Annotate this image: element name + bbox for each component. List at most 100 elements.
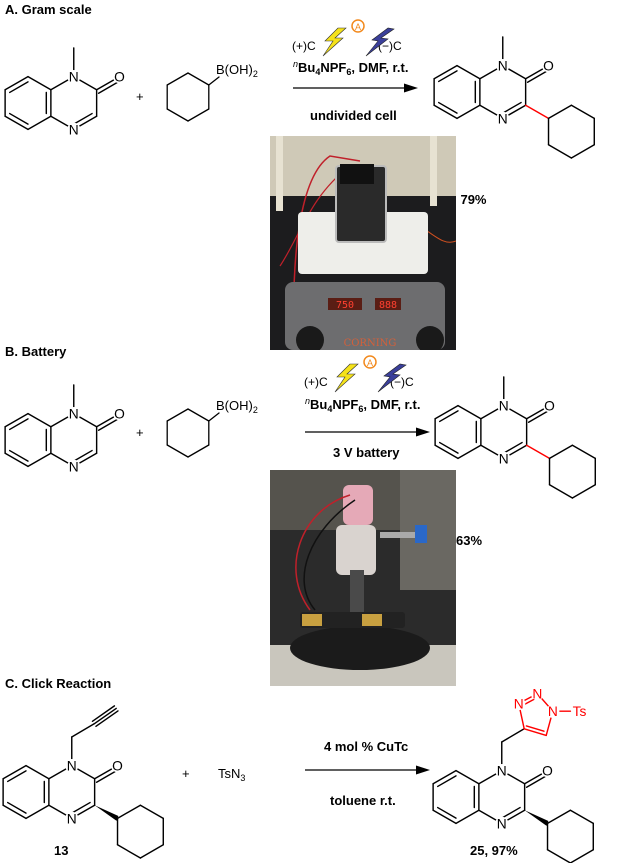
label-mask bbox=[496, 59, 510, 73]
svg-text:A: A bbox=[355, 22, 361, 32]
yield-label: 63% bbox=[456, 533, 483, 548]
atom-label: O bbox=[114, 407, 125, 422]
product-b: NNO bbox=[434, 376, 596, 499]
bond bbox=[456, 104, 481, 120]
condition-below-arrow: undivided cell bbox=[310, 108, 397, 123]
bond bbox=[93, 707, 117, 725]
electrode-icons: A bbox=[334, 355, 407, 393]
label-mask bbox=[541, 59, 556, 73]
yield-label: 25, 97% bbox=[470, 843, 518, 858]
tosyl-azide-label: TsN3 bbox=[218, 766, 246, 783]
atom-label: N bbox=[67, 759, 77, 774]
label-mask bbox=[496, 111, 510, 125]
bond bbox=[8, 449, 29, 462]
boronic-acid-label: B(OH)2 bbox=[216, 62, 258, 79]
bond bbox=[547, 144, 573, 159]
heat-knob bbox=[416, 326, 444, 350]
bond bbox=[438, 410, 459, 423]
stir-knob bbox=[296, 326, 324, 350]
bond bbox=[2, 764, 27, 780]
bond bbox=[4, 115, 29, 131]
plus-sign: + bbox=[136, 89, 144, 104]
atom-label: N bbox=[67, 811, 77, 826]
atom-label: N bbox=[514, 696, 524, 711]
atom-label: O bbox=[542, 764, 553, 779]
stir-plate bbox=[290, 626, 430, 670]
bond bbox=[166, 72, 189, 86]
atom-label: N bbox=[69, 459, 79, 474]
label-mask bbox=[540, 764, 555, 778]
cell-cap bbox=[343, 485, 373, 525]
anode-bolt-icon bbox=[334, 363, 359, 393]
label-mask bbox=[495, 764, 509, 778]
electrochemical-cell bbox=[336, 525, 376, 575]
bond bbox=[436, 775, 457, 788]
bond bbox=[525, 444, 551, 460]
bond bbox=[71, 723, 95, 738]
bond bbox=[27, 412, 52, 428]
anode-label: (+)C bbox=[292, 39, 316, 53]
bond bbox=[8, 418, 29, 431]
bond bbox=[187, 108, 210, 122]
atom-label: N bbox=[498, 59, 508, 74]
label-mask bbox=[542, 399, 557, 413]
anode-bolt-icon bbox=[322, 27, 347, 57]
atom-label: N bbox=[498, 111, 508, 126]
reaction-arrow-c bbox=[305, 765, 430, 775]
bond bbox=[455, 769, 480, 785]
bond bbox=[569, 809, 594, 825]
bond bbox=[8, 81, 29, 94]
label-mask bbox=[530, 687, 544, 701]
tosyl-label: Ts bbox=[573, 704, 587, 719]
cyclohexylboronic-acid-b bbox=[166, 408, 220, 458]
battery bbox=[302, 614, 322, 626]
heat-display: 888 bbox=[379, 300, 397, 311]
bond bbox=[570, 104, 595, 120]
bond bbox=[27, 452, 52, 468]
bond bbox=[4, 75, 29, 91]
atom-label: O bbox=[112, 759, 123, 774]
bond bbox=[166, 408, 189, 422]
label-mask bbox=[497, 399, 511, 413]
plus-sign: + bbox=[182, 766, 190, 781]
label-mask bbox=[497, 451, 511, 465]
bond bbox=[501, 806, 521, 819]
bond bbox=[437, 70, 458, 83]
bond bbox=[524, 104, 550, 120]
bond bbox=[25, 804, 50, 820]
bond bbox=[571, 484, 596, 499]
bond bbox=[569, 849, 594, 863]
label-mask bbox=[67, 70, 81, 84]
reagent-label: nBu4NPF6, DMF, r.t. bbox=[293, 59, 409, 77]
label-mask bbox=[112, 70, 127, 84]
section-a-title: A. Gram scale bbox=[5, 2, 92, 17]
bond bbox=[73, 112, 93, 125]
bond bbox=[438, 441, 459, 454]
bond bbox=[548, 484, 574, 499]
clamp-rod bbox=[276, 136, 283, 211]
bond bbox=[6, 770, 27, 783]
bond bbox=[139, 804, 164, 820]
bond bbox=[166, 108, 189, 122]
bond bbox=[502, 101, 522, 114]
product-a: NNO bbox=[433, 36, 595, 159]
bond bbox=[4, 452, 29, 468]
atom-label: N bbox=[497, 816, 507, 831]
wedge-bond bbox=[94, 805, 119, 821]
electrode-icons: A bbox=[322, 19, 395, 57]
electrolysis-badge-icon bbox=[351, 19, 365, 33]
condition-below-arrow: toluene r.t. bbox=[330, 793, 396, 808]
atom-label: N bbox=[69, 122, 79, 137]
bond bbox=[570, 144, 595, 159]
bond bbox=[116, 844, 142, 859]
boronic-acid-label: B(OH)2 bbox=[216, 398, 258, 415]
bond bbox=[546, 849, 572, 863]
cathode-bolt-icon bbox=[377, 363, 407, 393]
bond bbox=[6, 801, 27, 814]
svg-text:A: A bbox=[367, 358, 373, 368]
cathode-bolt-icon bbox=[365, 27, 395, 57]
electrolysis-badge-icon bbox=[363, 355, 377, 369]
plus-sign: + bbox=[136, 425, 144, 440]
